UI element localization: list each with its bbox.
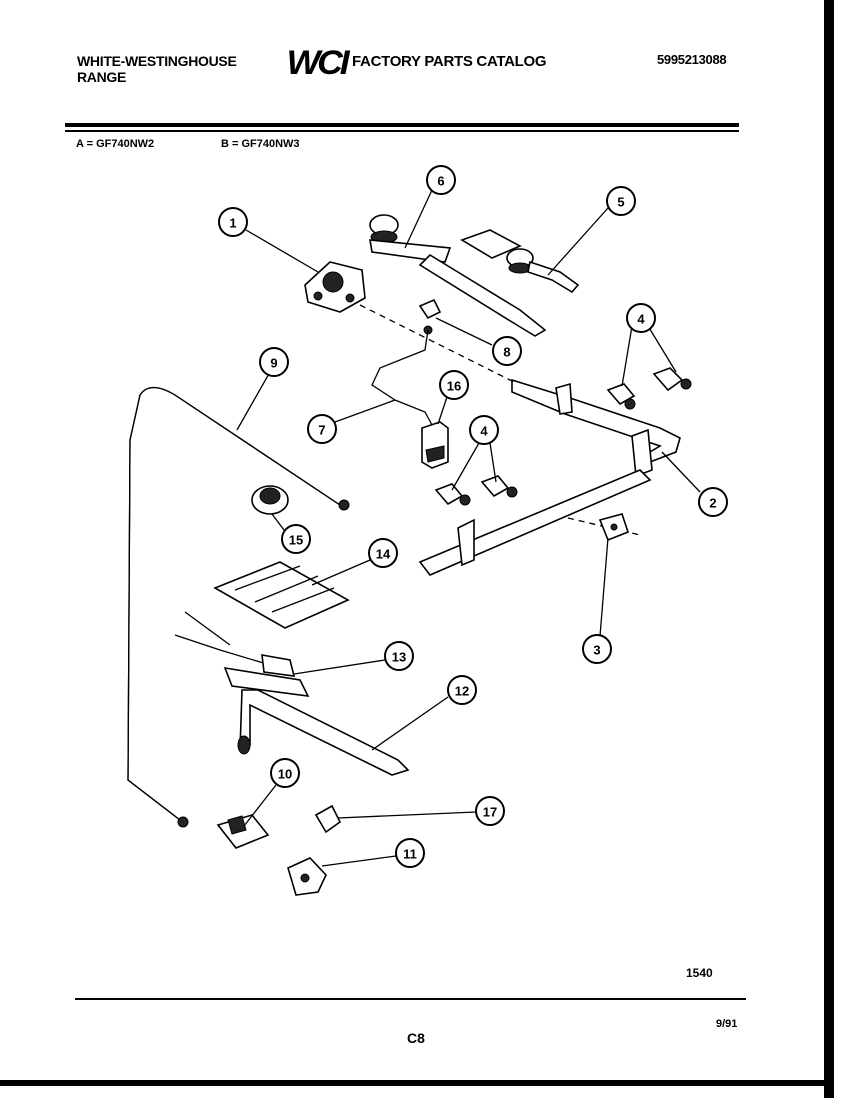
part-bracket-10 bbox=[216, 814, 270, 849]
part-valves-4-middle bbox=[434, 475, 518, 506]
revision-date: 9/91 bbox=[716, 1018, 738, 1030]
brand-block: WHITE-WESTINGHOUSE RANGE bbox=[77, 53, 237, 85]
callout-5: 5 bbox=[606, 186, 636, 216]
callout-15: 15 bbox=[281, 524, 311, 554]
part-baffle-14 bbox=[213, 561, 350, 629]
callout-1: 1 bbox=[218, 207, 248, 237]
callout-10: 10 bbox=[270, 758, 300, 788]
part-burner-tube-12 bbox=[237, 689, 410, 776]
callout-14: 14 bbox=[368, 538, 398, 568]
svg-text:11: 11 bbox=[403, 847, 417, 862]
part-valves-4-right bbox=[606, 367, 692, 410]
callout-4-middle: 4 bbox=[469, 415, 499, 445]
callout-17: 17 bbox=[475, 796, 505, 826]
part-clip-17 bbox=[314, 804, 342, 834]
header-rule-thin bbox=[65, 130, 739, 132]
catalog-number: 5995213088 bbox=[657, 52, 727, 67]
model-b: B = GF740NW3 bbox=[221, 138, 300, 150]
svg-text:12: 12 bbox=[455, 684, 469, 699]
part-bracket-11 bbox=[287, 857, 327, 896]
callout-7: 7 bbox=[307, 414, 337, 444]
svg-text:10: 10 bbox=[278, 767, 292, 782]
svg-text:6: 6 bbox=[437, 174, 444, 189]
leader-lines bbox=[236, 189, 701, 867]
product-type: RANGE bbox=[77, 69, 127, 85]
svg-text:17: 17 bbox=[483, 805, 497, 820]
part-manifold-2 bbox=[511, 378, 681, 478]
svg-text:13: 13 bbox=[392, 650, 406, 665]
part-orifice-15 bbox=[251, 485, 289, 515]
figure-number: 1540 bbox=[686, 966, 713, 980]
svg-text:14: 14 bbox=[376, 547, 391, 562]
svg-text:1: 1 bbox=[229, 216, 236, 231]
svg-text:7: 7 bbox=[318, 423, 325, 438]
header-rule-thick bbox=[65, 123, 739, 127]
svg-text:16: 16 bbox=[447, 379, 461, 394]
part-bracket-3 bbox=[598, 513, 629, 542]
part-clip-8 bbox=[418, 298, 442, 335]
svg-text:9: 9 bbox=[270, 356, 277, 371]
callout-16: 16 bbox=[439, 370, 469, 400]
page-code: C8 bbox=[407, 1030, 425, 1046]
part-manifold-bar bbox=[418, 469, 652, 576]
part-igniter-16 bbox=[421, 421, 449, 469]
svg-text:5: 5 bbox=[617, 195, 624, 210]
wci-logo: WCI bbox=[286, 44, 350, 82]
model-a: A = GF740NW2 bbox=[76, 138, 155, 150]
callout-9: 9 bbox=[259, 347, 289, 377]
part-wire-7 bbox=[371, 329, 433, 426]
part-gas-tube-9 bbox=[127, 386, 350, 828]
brand-name: WHITE-WESTINGHOUSE bbox=[77, 53, 237, 69]
part-valve-1 bbox=[304, 261, 366, 313]
catalog-title: FACTORY PARTS CATALOG bbox=[352, 53, 547, 70]
callout-6: 6 bbox=[426, 165, 456, 195]
callout-4-right: 4 bbox=[626, 303, 656, 333]
svg-text:2: 2 bbox=[709, 496, 716, 511]
callout-12: 12 bbox=[447, 675, 477, 705]
callout-11: 11 bbox=[395, 838, 425, 868]
callout-3: 3 bbox=[582, 634, 612, 664]
part-burner-5 bbox=[460, 229, 580, 294]
part-burner-6 bbox=[369, 214, 547, 337]
svg-text:15: 15 bbox=[289, 533, 303, 548]
page-border-right bbox=[824, 0, 834, 1098]
svg-text:4: 4 bbox=[637, 312, 645, 327]
callout-2: 2 bbox=[698, 487, 728, 517]
callout-8: 8 bbox=[492, 336, 522, 366]
callout-13: 13 bbox=[384, 641, 414, 671]
page-border-bottom bbox=[0, 1080, 834, 1086]
svg-text:3: 3 bbox=[593, 643, 600, 658]
part-broiler-burner-13 bbox=[174, 611, 310, 697]
svg-text:8: 8 bbox=[503, 345, 510, 360]
footer-rule bbox=[75, 998, 746, 1000]
svg-text:4: 4 bbox=[480, 424, 488, 439]
